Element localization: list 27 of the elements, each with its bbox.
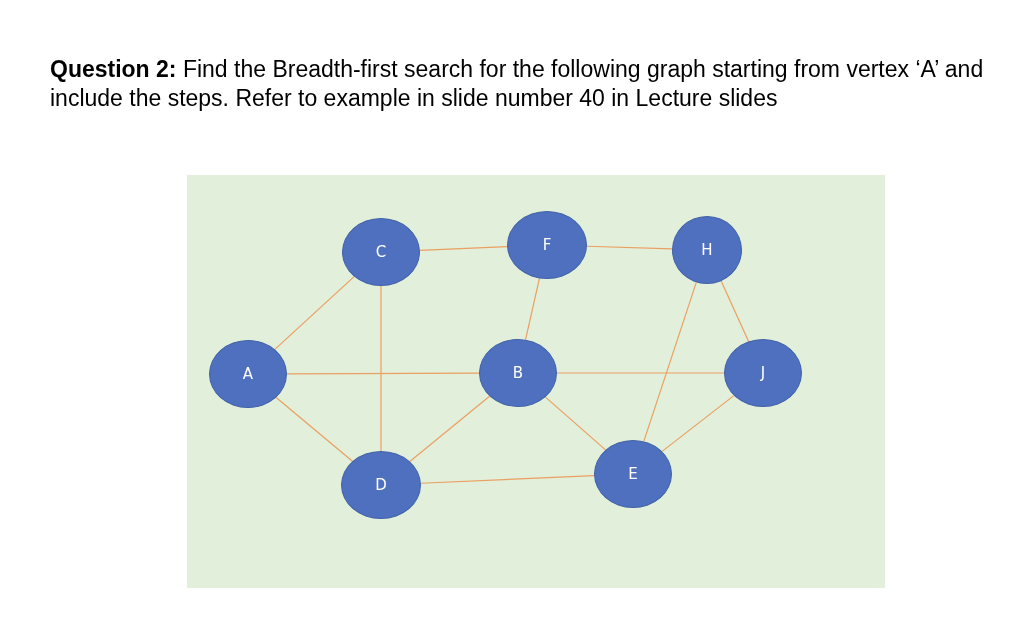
graph-edge (524, 277, 541, 341)
graph-edge (643, 281, 697, 442)
vertex-label: D (375, 476, 387, 494)
graph-edge (661, 395, 735, 452)
graph-edge (420, 475, 595, 484)
graph-edge (274, 276, 355, 350)
vertex-label: H (701, 241, 713, 259)
vertex-label: F (542, 236, 552, 254)
graph-edge (286, 372, 480, 375)
vertex-ellipse (479, 339, 557, 407)
vertex-label: J (760, 364, 766, 382)
vertex-label: A (242, 365, 254, 383)
graph-edge (380, 285, 382, 452)
graph-edge (556, 372, 725, 374)
graph-edge (409, 395, 491, 463)
vertex-label: C (375, 243, 387, 261)
graph-edge (720, 280, 750, 342)
vertex-label: E (628, 465, 638, 483)
vertex-ellipse (209, 340, 287, 408)
graph-edge (419, 246, 508, 251)
vertex-ellipse (594, 440, 672, 508)
vertex-label: B (512, 364, 524, 382)
graph-edge (544, 396, 607, 451)
question-text: Question 2: Find the Breadth-first search for the following graph starting from vertex ‘A’ and include the steps. Refer to example in slide number 40 in Lecture slides (50, 55, 985, 113)
vertex-ellipse (341, 451, 421, 519)
graph-edge (586, 245, 673, 250)
graph-edge (275, 396, 354, 462)
